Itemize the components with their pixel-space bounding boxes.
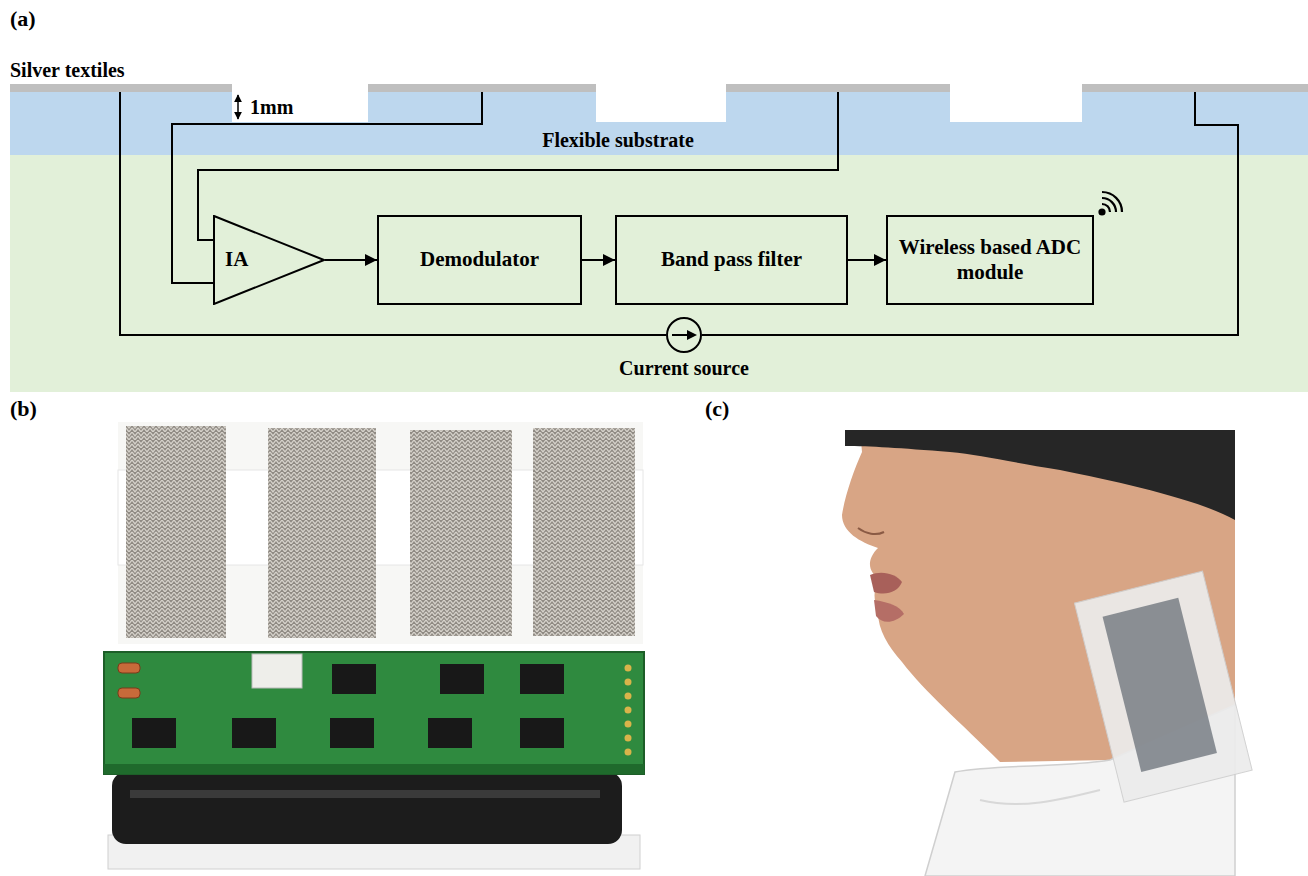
circuit-board-photo bbox=[104, 652, 644, 869]
signal-arrow bbox=[325, 259, 377, 261]
part-name: Silver textiles bbox=[10, 58, 125, 82]
signal-arrow bbox=[848, 259, 886, 261]
dimension-arrow bbox=[237, 95, 239, 119]
node-text: Wireless based ADC module bbox=[898, 235, 1082, 285]
triangle-shape bbox=[214, 216, 324, 304]
process-box: Band pass filter bbox=[615, 215, 848, 305]
panel-letter: (a) bbox=[10, 6, 36, 32]
process-box: Wireless based ADC module bbox=[886, 215, 1094, 305]
textile-electrode-photo bbox=[118, 422, 643, 644]
wires bbox=[120, 92, 1238, 335]
panel-letter: (c) bbox=[705, 396, 729, 422]
node-text: Band pass filter bbox=[661, 247, 802, 272]
substrate-band: Flexible substrate bbox=[10, 92, 1308, 155]
process-box: Demodulator bbox=[377, 215, 582, 305]
node-text: Flexible substrate bbox=[10, 128, 1308, 152]
wireless-icon bbox=[1100, 192, 1123, 215]
silver-electrodes bbox=[10, 84, 1308, 92]
amplifier-triangle: IA bbox=[213, 215, 325, 305]
dimension: 1mm bbox=[250, 95, 293, 119]
node-text: Current source bbox=[584, 356, 784, 380]
current-source: Current source bbox=[584, 317, 784, 385]
source-circle bbox=[667, 318, 701, 352]
circuit-ground bbox=[10, 155, 1308, 392]
node-text: IA bbox=[225, 247, 248, 272]
source-arrow-head bbox=[687, 330, 697, 340]
panel-letter: (b) bbox=[10, 396, 37, 422]
wearer-photo bbox=[842, 430, 1252, 876]
signal-arrow bbox=[582, 259, 615, 261]
source-symbol bbox=[584, 317, 784, 357]
node-text: Demodulator bbox=[420, 247, 539, 272]
